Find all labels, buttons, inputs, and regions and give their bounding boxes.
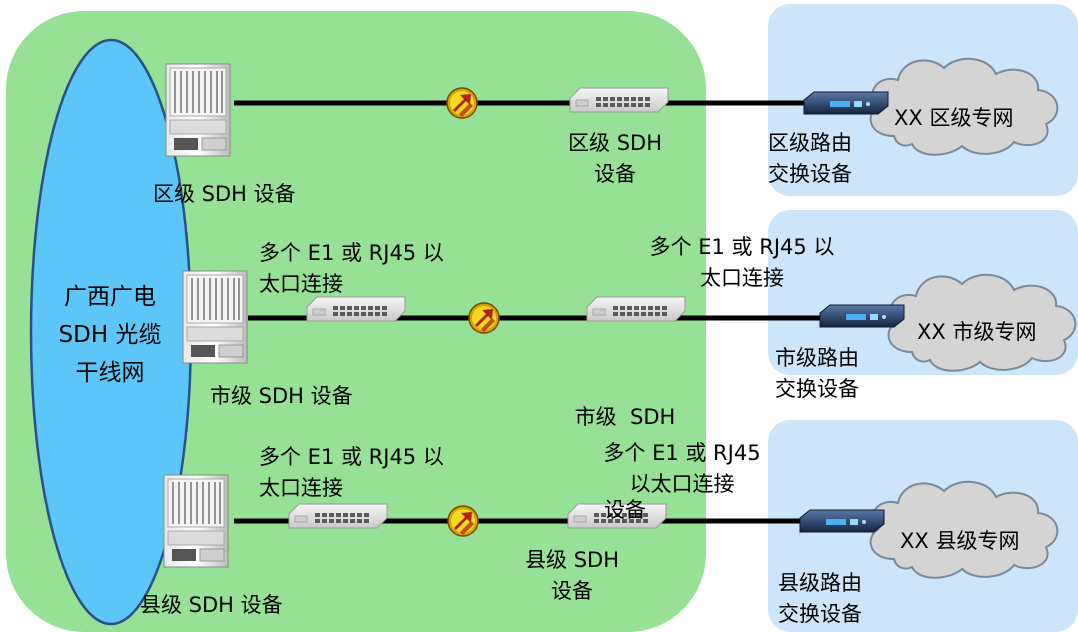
core-network-label: 广西广电 SDH 光缆 干线网 bbox=[44, 278, 176, 392]
county-right-link-label-1: 多个 E1 或 RJ45 bbox=[603, 441, 761, 465]
county-sdh-rack bbox=[163, 474, 229, 568]
county-left-switch bbox=[288, 503, 388, 529]
city-left-link-label: 多个 E1 或 RJ45 以 太口连接 bbox=[259, 238, 444, 300]
county-sdh-label: 县级 SDH 设备 bbox=[140, 593, 283, 617]
city-left-switch bbox=[306, 296, 406, 322]
county-mid-device-label-2: 设备 bbox=[551, 579, 593, 603]
district-mid-device-label: 区级 SDH 设备 bbox=[545, 128, 685, 190]
district-router bbox=[803, 91, 889, 115]
county-right-link-label-2: 以太口连接 bbox=[629, 472, 735, 496]
district-cloud-label: XX 区级专网 bbox=[894, 106, 1014, 130]
city-router-label-2: 交换设备 bbox=[775, 377, 859, 401]
county-mid-device-label-1: 县级 SDH bbox=[525, 548, 619, 572]
county-left-link-label-1: 多个 E1 或 RJ45 以 bbox=[259, 445, 444, 469]
city-router-label: 市级路由 交换设备 bbox=[775, 343, 859, 405]
city-mid-device-label: 市级 SDH 设备 bbox=[555, 340, 695, 557]
city-left-link-label-1: 多个 E1 或 RJ45 以 bbox=[259, 241, 444, 265]
county-router-label: 县级路由 交换设备 bbox=[778, 568, 862, 630]
city-mid-device-label-2: 设备 bbox=[604, 498, 646, 522]
county-router-label-2: 交换设备 bbox=[778, 602, 862, 626]
district-mid-device-label-2: 设备 bbox=[594, 162, 636, 186]
county-router-label-1: 县级路由 bbox=[778, 571, 862, 595]
city-left-link-label-2: 太口连接 bbox=[259, 272, 343, 296]
county-router bbox=[799, 509, 885, 533]
county-converter-icon bbox=[447, 505, 479, 537]
district-router-label-2: 交换设备 bbox=[768, 162, 852, 186]
city-sdh-label: 市级 SDH 设备 bbox=[210, 384, 353, 408]
city-right-link-label-1: 多个 E1 或 RJ45 以 bbox=[649, 235, 835, 259]
district-sdh-rack bbox=[165, 63, 231, 157]
city-mid-switch bbox=[586, 296, 686, 322]
core-network-line-1: 广西广电 bbox=[64, 284, 156, 310]
county-left-link-label-2: 太口连接 bbox=[259, 476, 343, 500]
county-left-link-label: 多个 E1 或 RJ45 以 太口连接 bbox=[259, 442, 444, 504]
district-converter-icon bbox=[446, 87, 478, 119]
core-network-line-3: 干线网 bbox=[75, 360, 145, 386]
district-mid-switch bbox=[569, 87, 669, 113]
city-right-link-label: 多个 E1 或 RJ45 以 太口连接 bbox=[612, 232, 872, 294]
county-mid-device-label: 县级 SDH 设备 bbox=[502, 545, 642, 607]
county-right-link-label: 多个 E1 或 RJ45 以太口连接 bbox=[582, 438, 782, 500]
city-router bbox=[819, 304, 905, 328]
district-mid-device-label-1: 区级 SDH bbox=[568, 131, 662, 155]
city-router-label-1: 市级路由 bbox=[775, 346, 859, 370]
core-network-line-2: SDH 光缆 bbox=[58, 322, 162, 348]
district-router-label: 区级路由 交换设备 bbox=[768, 128, 852, 190]
county-cloud-label: XX 县级专网 bbox=[900, 529, 1020, 553]
city-mid-device-label-1: 市级 SDH bbox=[574, 405, 676, 429]
city-sdh-rack bbox=[182, 270, 248, 364]
district-router-label-1: 区级路由 bbox=[768, 131, 852, 155]
city-converter-icon bbox=[468, 302, 500, 334]
district-sdh-label: 区级 SDH 设备 bbox=[153, 182, 296, 206]
city-right-link-label-2: 太口连接 bbox=[700, 266, 784, 290]
city-cloud-label: XX 市级专网 bbox=[917, 320, 1037, 344]
